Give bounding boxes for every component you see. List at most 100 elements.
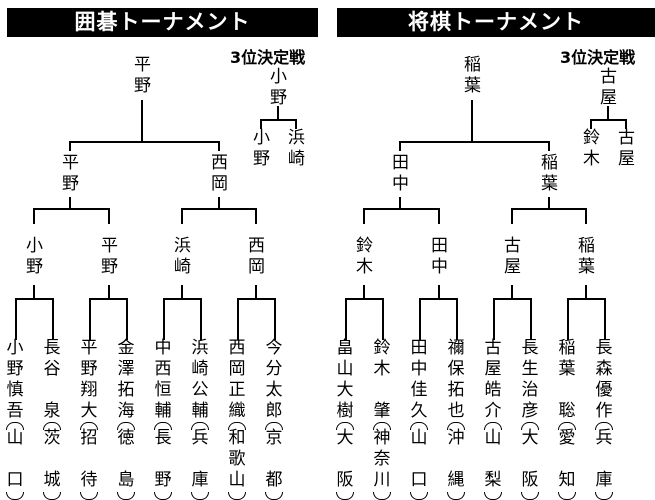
prefecture-char: 兵 [595, 428, 613, 448]
prefecture-char [595, 449, 613, 470]
prefecture-char: 京 [265, 428, 283, 448]
player-name-char: 分 [265, 359, 283, 379]
bracket-line [419, 298, 421, 340]
bracket-line [363, 208, 439, 210]
player-name-char: 長 [595, 338, 613, 358]
player-entry: 長森優作兵庫 [595, 338, 613, 500]
player-name-char: 谷 [43, 359, 61, 379]
bracket-line [607, 106, 609, 120]
paren-open [154, 422, 172, 430]
player-name-char: 長 [43, 338, 61, 358]
bracket-line [548, 197, 550, 209]
player-name-char: 中 [154, 338, 172, 358]
bracket-line [493, 298, 531, 300]
player-entry: 古屋皓介山梨 [484, 338, 502, 500]
paren-open [336, 422, 354, 430]
paren-open [117, 422, 135, 430]
bracket-line [493, 298, 495, 340]
paren-open [521, 422, 539, 430]
prefecture-char [558, 449, 576, 470]
prefecture-char: 梨 [484, 470, 502, 490]
bracket-line [255, 208, 257, 224]
player-name-char: 稲 [558, 338, 576, 358]
prefecture-char: 兵 [191, 428, 209, 448]
paren-close [595, 492, 613, 500]
bracket-line [163, 298, 201, 300]
bracket-line [69, 141, 71, 151]
player-entry: 鈴木 肇神奈川 [373, 338, 391, 500]
prefecture-char: 山 [6, 428, 24, 448]
prefecture-char: 山 [228, 470, 246, 490]
bracket-line [15, 298, 17, 340]
bracket-line [399, 197, 401, 209]
prefecture-char: 愛 [558, 428, 576, 448]
player-entry: 中西恒輔長野 [154, 338, 172, 500]
player-name-char: 治 [521, 380, 539, 400]
bracket-line [108, 285, 110, 299]
player-name-char: 海 [117, 401, 135, 421]
bracket-line [604, 298, 606, 340]
bracket-line [181, 208, 183, 224]
prefecture-char [447, 449, 465, 470]
prefecture-char: 城 [43, 470, 61, 490]
prefecture-char: 知 [558, 470, 576, 490]
paren-open [80, 422, 98, 430]
third-place-player: 古屋 [614, 128, 634, 170]
paren-close [43, 492, 61, 500]
champion-name: 平野 [130, 55, 150, 97]
bracket-line [218, 197, 220, 209]
quarterfinal-winner: 西岡 [244, 236, 264, 278]
tournament-title: 囲碁トーナメント [7, 8, 318, 37]
paren-close [336, 492, 354, 500]
player-entry: 平野翔大招待 [80, 338, 98, 500]
player-name-char: 慎 [6, 380, 24, 400]
prefecture-char: 和 [228, 428, 246, 448]
bracket-line [399, 141, 549, 143]
player-entry: 小野慎吾山口 [6, 338, 24, 500]
bracket-line [52, 298, 54, 340]
player-name-char: 平 [80, 338, 98, 358]
player-name-char: 樹 [336, 401, 354, 421]
bracket-line [69, 197, 71, 209]
player-name-char: 森 [595, 359, 613, 379]
bracket-line [218, 141, 220, 151]
player-name-char: 郎 [265, 401, 283, 421]
prefecture-char: 徳 [117, 428, 135, 448]
paren-open [228, 422, 246, 430]
paren-close [154, 492, 172, 500]
paren-open [373, 422, 391, 430]
bracket-line [590, 119, 626, 121]
player-name-char: 禰 [447, 338, 465, 358]
prefecture-char: 大 [521, 428, 539, 448]
player-entry: 長生治彦大阪 [521, 338, 539, 500]
bracket-line [141, 100, 143, 141]
prefecture-char: 阪 [521, 470, 539, 490]
player-name-char: 也 [447, 401, 465, 421]
player-name-char: 古 [484, 338, 502, 358]
paren-close [484, 492, 502, 500]
prefecture-char: 島 [117, 470, 135, 490]
player-entry: 禰保拓也沖縄 [447, 338, 465, 500]
prefecture-char: 庫 [595, 470, 613, 490]
third-place-winner: 古屋 [596, 67, 616, 109]
prefecture-char: 野 [154, 470, 172, 490]
player-name-char: 正 [228, 380, 246, 400]
paren-close [410, 492, 428, 500]
bracket-line [200, 298, 202, 340]
player-name-char [43, 380, 61, 401]
player-name-char: 浜 [191, 338, 209, 358]
prefecture-char [265, 449, 283, 470]
player-name-char: 鈴 [373, 338, 391, 358]
paren-open [43, 422, 61, 430]
player-name-char: 田 [410, 338, 428, 358]
prefecture-char: 奈 [373, 449, 391, 469]
player-entry: 西岡正織和歌山 [228, 338, 246, 500]
bracket-line [295, 119, 297, 129]
bracket-line [255, 285, 257, 299]
player-name-char: 拓 [117, 380, 135, 400]
bracket-line [345, 298, 383, 300]
player-name-char: 畠 [336, 338, 354, 358]
paren-close [558, 492, 576, 500]
player-name-char: 久 [410, 401, 428, 421]
player-entry: 浜崎公輔兵庫 [191, 338, 209, 500]
